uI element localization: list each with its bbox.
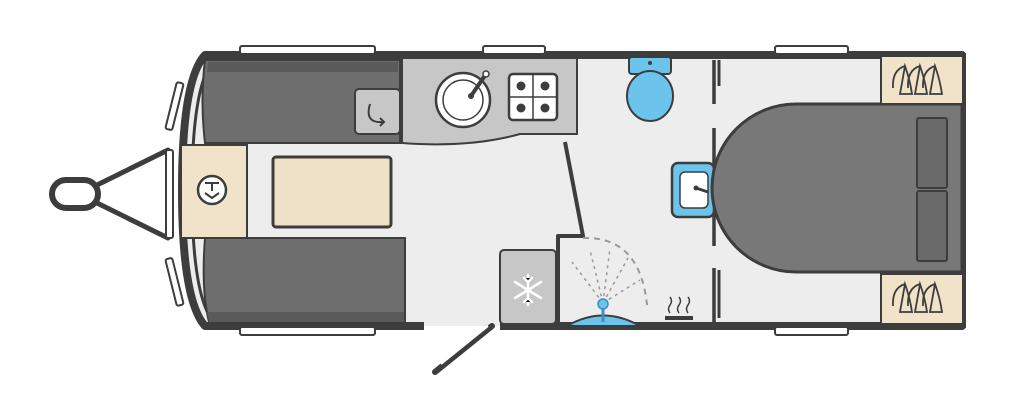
table (271, 155, 393, 229)
toilet-icon (626, 56, 674, 122)
bedside-cabinet-icon (880, 55, 964, 105)
sofa-bottom-back (207, 312, 404, 322)
hob-icon (507, 72, 559, 122)
heater-icon (665, 296, 693, 320)
sofa-top (201, 59, 401, 144)
tow-hitch-icon (49, 147, 171, 241)
bedside-cabinet-icon (880, 273, 964, 325)
fridge-icon (499, 249, 557, 325)
bed-pillow-2 (916, 190, 948, 262)
kitchen (401, 57, 578, 146)
island-bed (710, 102, 964, 274)
washbasin-icon (670, 161, 716, 219)
sink-icon (434, 70, 492, 129)
windows (164, 45, 849, 336)
tv-icon (196, 174, 228, 206)
sofa-bottom (202, 237, 406, 323)
washroom-walls (556, 60, 721, 325)
corner-cupboard-icon (354, 88, 401, 135)
entry-door-icon (432, 323, 495, 375)
front-lounge (180, 59, 406, 323)
bed-pillow-1 (916, 117, 948, 189)
shower-icon (563, 236, 648, 327)
sofa-top-back (207, 62, 398, 72)
